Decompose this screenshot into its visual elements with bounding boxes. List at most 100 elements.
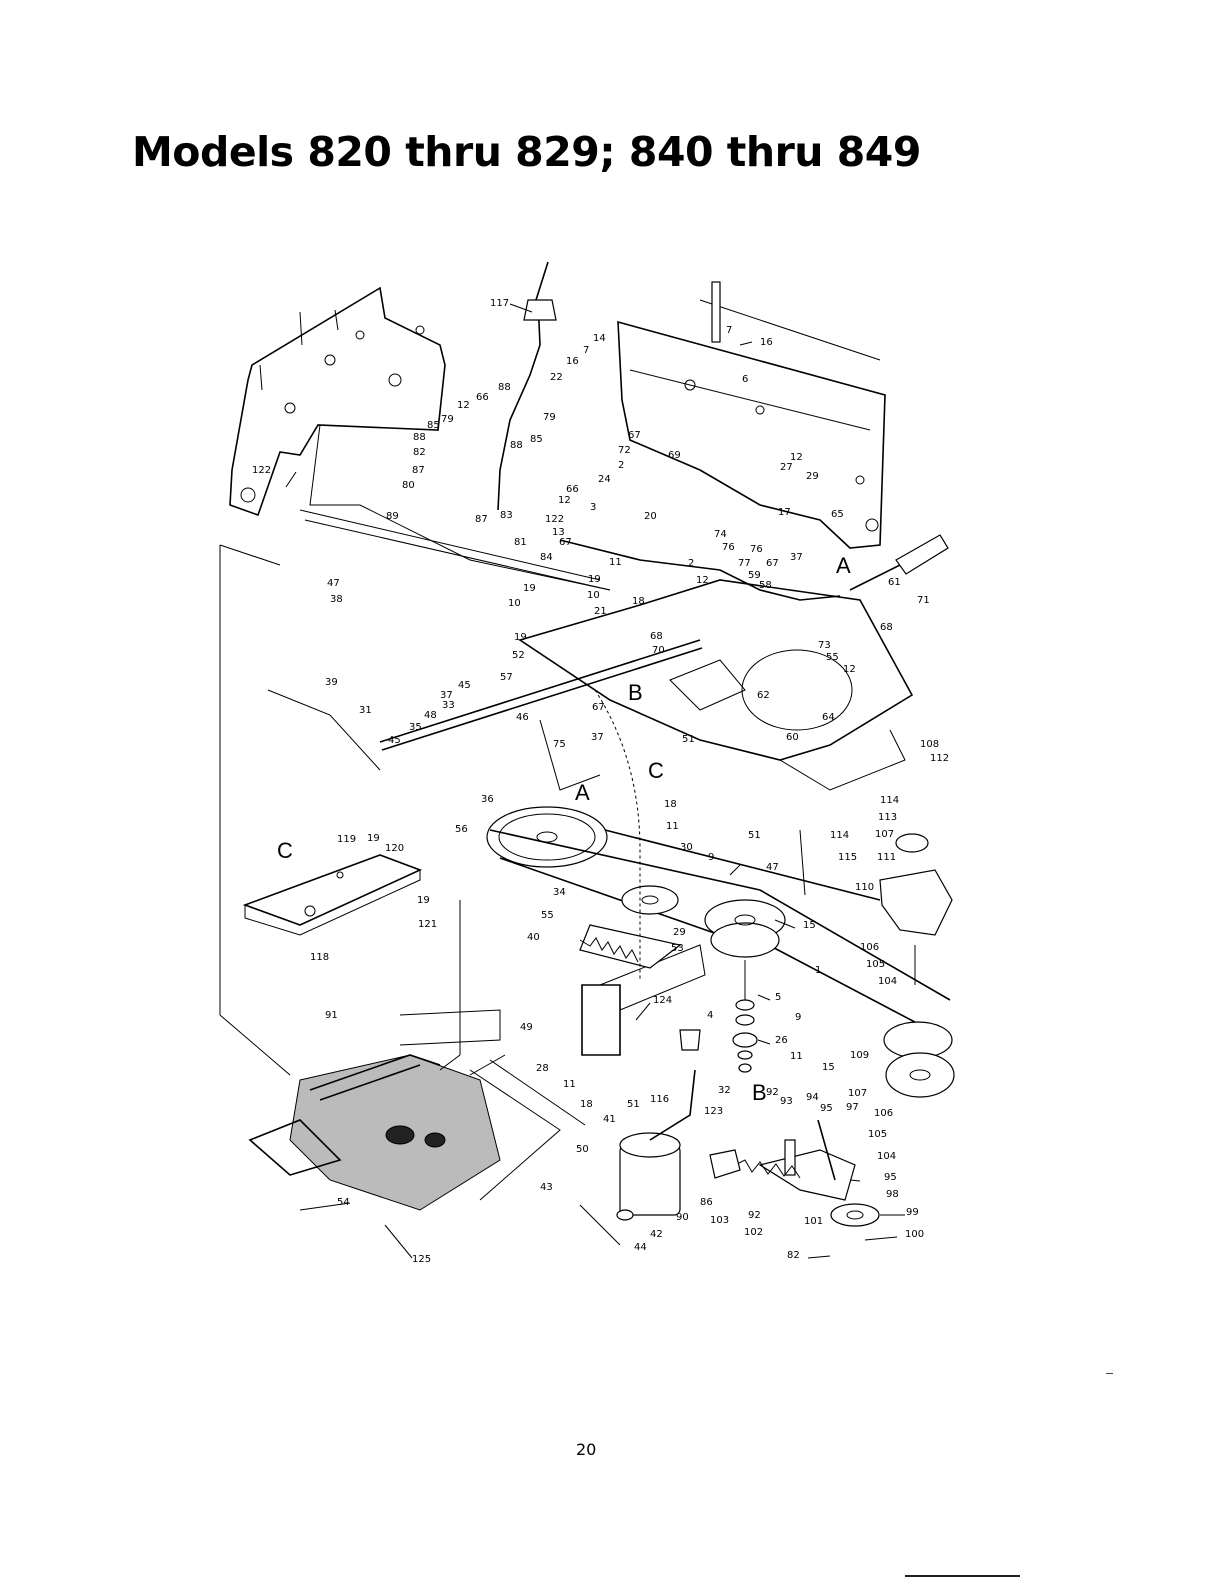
svg-text:124: 124 bbox=[653, 995, 672, 1006]
svg-text:34: 34 bbox=[553, 887, 566, 898]
clutch-assembly bbox=[799, 829, 953, 985]
svg-text:42: 42 bbox=[650, 1229, 663, 1240]
svg-text:19: 19 bbox=[588, 574, 601, 585]
svg-text:11: 11 bbox=[790, 1051, 803, 1062]
svg-text:55: 55 bbox=[826, 652, 839, 663]
svg-text:66: 66 bbox=[566, 484, 579, 495]
svg-text:114: 114 bbox=[830, 830, 849, 841]
brake-shaft bbox=[267, 639, 703, 791]
svg-text:89: 89 bbox=[386, 511, 399, 522]
svg-text:40: 40 bbox=[527, 932, 540, 943]
motion-pump bbox=[616, 1029, 701, 1221]
svg-text:80: 80 bbox=[402, 480, 415, 491]
svg-text:64: 64 bbox=[822, 712, 835, 723]
svg-text:36: 36 bbox=[481, 794, 494, 805]
svg-text:74: 74 bbox=[714, 529, 727, 540]
section-letter-b: B bbox=[628, 680, 643, 705]
svg-text:102: 102 bbox=[744, 1227, 763, 1238]
frame-floor-plate bbox=[299, 509, 914, 791]
svg-text:24: 24 bbox=[598, 474, 611, 485]
svg-text:65: 65 bbox=[831, 509, 844, 520]
svg-text:85: 85 bbox=[530, 434, 543, 445]
svg-text:79: 79 bbox=[441, 414, 454, 425]
svg-text:121: 121 bbox=[418, 919, 437, 930]
svg-text:19: 19 bbox=[514, 632, 527, 643]
svg-text:88: 88 bbox=[413, 432, 426, 443]
svg-text:125: 125 bbox=[412, 1254, 431, 1265]
section-letter-a-lower: A bbox=[575, 780, 590, 805]
svg-text:68: 68 bbox=[650, 631, 663, 642]
svg-text:6: 6 bbox=[742, 374, 748, 385]
svg-text:4: 4 bbox=[707, 1010, 713, 1021]
svg-text:51: 51 bbox=[682, 734, 695, 745]
svg-text:32: 32 bbox=[718, 1085, 731, 1096]
svg-text:110: 110 bbox=[855, 882, 874, 893]
svg-text:113: 113 bbox=[878, 812, 897, 823]
svg-text:30: 30 bbox=[680, 842, 693, 853]
svg-text:27: 27 bbox=[780, 462, 793, 473]
svg-text:12: 12 bbox=[558, 495, 571, 506]
svg-text:107: 107 bbox=[875, 829, 894, 840]
svg-text:122: 122 bbox=[545, 514, 564, 525]
svg-text:21: 21 bbox=[594, 606, 607, 617]
svg-text:77: 77 bbox=[738, 558, 751, 569]
svg-text:37: 37 bbox=[591, 732, 604, 743]
svg-text:119: 119 bbox=[337, 834, 356, 845]
svg-text:88: 88 bbox=[510, 440, 523, 451]
main-drive-pulley bbox=[486, 806, 608, 868]
svg-text:35: 35 bbox=[409, 722, 422, 733]
svg-text:31: 31 bbox=[359, 705, 372, 716]
transaxle bbox=[219, 1014, 501, 1211]
svg-text:99: 99 bbox=[906, 1207, 919, 1218]
svg-text:87: 87 bbox=[412, 465, 425, 476]
svg-text:123: 123 bbox=[704, 1106, 723, 1117]
svg-text:45: 45 bbox=[388, 735, 401, 746]
svg-text:106: 106 bbox=[860, 942, 879, 953]
svg-text:100: 100 bbox=[905, 1229, 924, 1240]
corner-mark bbox=[1106, 1373, 1113, 1374]
svg-text:111: 111 bbox=[877, 852, 896, 863]
svg-text:75: 75 bbox=[553, 739, 566, 750]
svg-text:103: 103 bbox=[710, 1215, 729, 1226]
section-letters: A A B B C C bbox=[277, 553, 851, 1105]
svg-text:60: 60 bbox=[786, 732, 799, 743]
svg-text:12: 12 bbox=[843, 664, 856, 675]
svg-text:10: 10 bbox=[587, 590, 600, 601]
svg-text:11: 11 bbox=[563, 1079, 576, 1090]
svg-text:16: 16 bbox=[566, 356, 579, 367]
svg-text:115: 115 bbox=[838, 852, 857, 863]
svg-text:19: 19 bbox=[523, 583, 536, 594]
section-letter-c-left: C bbox=[277, 838, 293, 863]
brake-assembly bbox=[709, 1119, 880, 1227]
svg-text:120: 120 bbox=[385, 843, 404, 854]
svg-text:66: 66 bbox=[476, 392, 489, 403]
page-number: 20 bbox=[576, 1440, 597, 1459]
svg-text:26: 26 bbox=[775, 1035, 788, 1046]
svg-text:83: 83 bbox=[500, 510, 513, 521]
svg-text:79: 79 bbox=[543, 412, 556, 423]
svg-text:14: 14 bbox=[593, 333, 606, 344]
svg-text:95: 95 bbox=[820, 1103, 833, 1114]
svg-text:67: 67 bbox=[592, 702, 605, 713]
idler-pulleys bbox=[621, 885, 955, 1098]
svg-text:90: 90 bbox=[676, 1212, 689, 1223]
svg-text:43: 43 bbox=[540, 1182, 553, 1193]
svg-text:12: 12 bbox=[790, 452, 803, 463]
svg-text:2: 2 bbox=[618, 460, 624, 471]
svg-text:116: 116 bbox=[650, 1094, 669, 1105]
svg-text:84: 84 bbox=[540, 552, 553, 563]
svg-text:94: 94 bbox=[806, 1092, 819, 1103]
svg-text:10: 10 bbox=[508, 598, 521, 609]
svg-text:28: 28 bbox=[536, 1063, 549, 1074]
svg-text:98: 98 bbox=[886, 1189, 899, 1200]
svg-text:57: 57 bbox=[500, 672, 513, 683]
svg-text:2: 2 bbox=[688, 558, 694, 569]
svg-text:73: 73 bbox=[818, 640, 831, 651]
svg-text:51: 51 bbox=[748, 830, 761, 841]
svg-text:39: 39 bbox=[325, 677, 338, 688]
svg-text:122: 122 bbox=[252, 465, 271, 476]
support-plate-c bbox=[242, 854, 423, 936]
svg-text:105: 105 bbox=[866, 959, 885, 970]
